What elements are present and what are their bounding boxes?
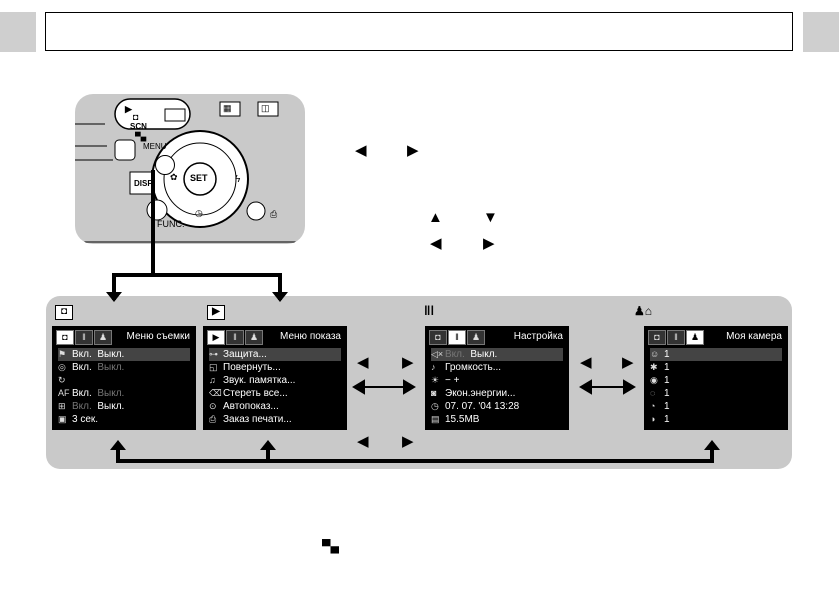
right-arrow-icon: ▶ [402, 433, 414, 450]
menu-row[interactable]: ⊶Защита... [209, 348, 341, 361]
menu-title: Моя камера [726, 331, 782, 342]
func-label: FUNC. [157, 219, 185, 229]
tools-icon: ǁǀ [424, 303, 435, 318]
menu-row[interactable]: ◷07. 07. '04 13:28 [431, 401, 520, 412]
menu-row[interactable]: ♪Громкость... [431, 362, 502, 373]
menu-row[interactable]: ⊙Автопоказ... [209, 401, 279, 412]
menu-row[interactable]: ◱Повернуть... [209, 362, 281, 373]
setup-menu-screen: ◘ǁ♟Настройка ◁×Вкл. Выкл. ♪Громкость... … [425, 326, 569, 430]
right-arrow-icon: ▶ [622, 354, 634, 371]
menu-row[interactable]: ↻ [58, 375, 66, 385]
timer-icon: ◷ [195, 208, 203, 218]
mycamera-menu-screen: ◘ǁ♟ Моя камера ☺1 ✱1 ◉1 ◌1 ◔1 ◑1 [644, 326, 788, 430]
menu-row[interactable]: ◔1 [650, 401, 670, 412]
mycamera-tab-icon[interactable]: ♟ [94, 330, 112, 345]
mycamera-tab-icon[interactable]: ♟ [686, 330, 704, 345]
play-tab-icon[interactable]: ▶ [207, 330, 225, 345]
menu-row[interactable]: ◉1 [650, 375, 670, 386]
menu-row[interactable]: ◌1 [650, 388, 670, 399]
menu-row[interactable]: ☀− + [431, 375, 460, 386]
page-header-box [45, 12, 793, 51]
right-arrow-icon: ▶ [402, 354, 414, 371]
menu-row[interactable]: ⌫Стереть все... [209, 388, 288, 399]
menu-row[interactable]: ⊞Вкл. Выкл. [58, 401, 125, 412]
play-icon: ▶ [207, 305, 225, 320]
shooting-menu-screen: ◘ǁ♟ Меню съемки ⚑Вкл. Выкл. ◎Вкл. Выкл. ↻… [52, 326, 196, 430]
grid-icon: ▦ [223, 103, 232, 113]
menu-row[interactable]: ◎Вкл. Выкл. [58, 362, 125, 373]
menu-row[interactable]: ✱1 [650, 362, 670, 373]
playback-menu-screen: ▶ǁ♟Меню показа ⊶Защита... ◱Повернуть... … [203, 326, 347, 430]
menu-title: Настройка [513, 331, 563, 342]
menu-row[interactable]: ▤15.5MB [431, 414, 480, 425]
scn-label: SCN [130, 122, 147, 131]
disp-button[interactable]: DISP. [134, 179, 154, 188]
right-arrow-icon: ▶ [407, 142, 419, 159]
left-arrow-icon: ◀ [357, 354, 369, 371]
mycamera-tab-icon[interactable]: ♟ [245, 330, 263, 345]
menu-row[interactable]: ♫Звук. памятка... [209, 375, 296, 386]
tools-tab-icon[interactable]: ǁ [226, 330, 244, 345]
tools-tab-icon[interactable]: ǁ [667, 330, 685, 345]
movie-icon: ▀▄ [322, 539, 340, 553]
menu-row[interactable]: ☺1 [650, 348, 782, 361]
right-side-tab [803, 12, 839, 52]
menu-row[interactable]: ◙Экон.энергии... [431, 388, 516, 399]
tools-tab-icon[interactable]: ǁ [448, 330, 466, 345]
left-arrow-icon: ◀ [355, 142, 367, 159]
menu-row[interactable]: ▣3 сек. [58, 414, 99, 425]
down-arrow-icon: ▼ [483, 209, 498, 226]
print-icon: ⎙ [270, 209, 278, 219]
left-arrow-icon: ◀ [580, 354, 592, 371]
left-arrow-icon: ◀ [430, 235, 442, 252]
menu-button[interactable] [155, 155, 175, 175]
tools-tab-icon[interactable]: ǁ [75, 330, 93, 345]
right-arrow-icon: ▶ [483, 235, 495, 252]
menu-title: Меню съемки [126, 331, 190, 342]
menu-row[interactable]: ◑1 [650, 414, 670, 425]
menu-title: Меню показа [280, 331, 341, 342]
up-arrow-icon: ▲ [428, 209, 443, 226]
mycamera-icon: ♟⌂ [634, 304, 653, 318]
menu-label: MENU [143, 142, 167, 151]
left-side-tab [0, 12, 36, 52]
menu-row[interactable]: ⎙Заказ печати... [209, 414, 292, 425]
zoom-icon: ◫ [261, 103, 270, 113]
flash-icon: ϟ [235, 174, 241, 185]
camera-tab-icon[interactable]: ◘ [648, 330, 666, 345]
camera-controls-drawing [75, 98, 305, 243]
camera-icon: ◘ [55, 305, 73, 320]
camera-icon: ◘ [133, 112, 139, 122]
menu-row[interactable]: ◁×Вкл. Выкл. [431, 348, 563, 361]
menu-row[interactable]: ⚑Вкл. Выкл. [58, 348, 190, 361]
flower-icon: ✿ [170, 172, 178, 182]
mycamera-tab-icon[interactable]: ♟ [467, 330, 485, 345]
set-button[interactable]: SET [190, 173, 208, 183]
left-arrow-icon: ◀ [357, 433, 369, 450]
camera-tab-icon[interactable]: ◘ [56, 330, 74, 345]
camera-back-illustration: ▶ ◘ SCN ▀▄ MENU DISP. SET FUNC. ▦ ◫ ϟ ✿ … [75, 94, 305, 244]
play-icon: ▶ [125, 104, 132, 114]
movie-icon: ▀▄ [135, 132, 147, 141]
camera-tab-icon[interactable]: ◘ [429, 330, 447, 345]
